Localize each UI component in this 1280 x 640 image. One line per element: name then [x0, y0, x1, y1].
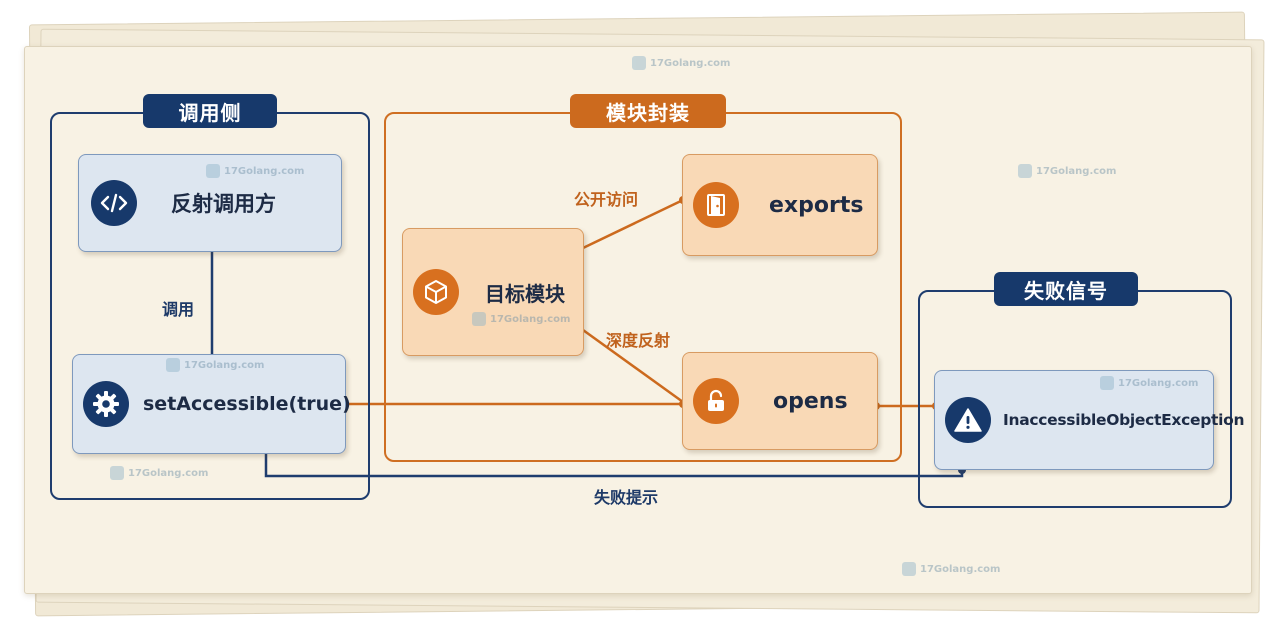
node-target-module[interactable]: 目标模块: [402, 228, 584, 356]
watermark-logo-icon: [1100, 376, 1114, 390]
watermark: 17Golang.com: [632, 56, 730, 70]
watermark-logo-icon: [166, 358, 180, 372]
group-module-title: 模块封装: [570, 94, 726, 128]
unlock-icon: [693, 378, 739, 424]
edge-failure-hint-label: 失败提示: [594, 488, 659, 507]
watermark: 17Golang.com: [472, 312, 570, 326]
node-exports-label: exports: [769, 192, 864, 218]
node-reflect-caller[interactable]: 反射调用方: [78, 154, 342, 252]
group-caller-title: 调用侧: [143, 94, 277, 128]
cube-icon: [413, 269, 459, 315]
edge-public-access-line: [582, 198, 684, 250]
node-exception-label: InaccessibleObjectException: [1003, 411, 1245, 429]
door-icon: [693, 182, 739, 228]
edge-deep-reflection-label: 深度反射: [606, 331, 671, 350]
watermark-text: 17Golang.com: [128, 467, 209, 479]
node-exception[interactable]: InaccessibleObjectException: [934, 370, 1245, 470]
watermark: 17Golang.com: [110, 466, 208, 480]
node-reflect-caller-label: 反射调用方: [171, 192, 276, 216]
node-set-accessible[interactable]: setAccessible(true): [72, 354, 351, 454]
node-opens-label: opens: [773, 388, 848, 414]
watermark-text: 17Golang.com: [1036, 165, 1117, 177]
node-exports[interactable]: exports: [682, 154, 878, 256]
watermark-logo-icon: [472, 312, 486, 326]
group-failure-title: 失败信号: [994, 272, 1138, 306]
code-icon: [91, 180, 137, 226]
watermark-text: 17Golang.com: [650, 57, 731, 69]
watermark: 17Golang.com: [206, 164, 304, 178]
edge-deep-reflection-line: [582, 328, 684, 404]
watermark-logo-icon: [206, 164, 220, 178]
watermark: 17Golang.com: [166, 358, 264, 372]
watermark-logo-icon: [1018, 164, 1032, 178]
paper-sheet-front: [24, 46, 1252, 594]
watermark-logo-icon: [110, 466, 124, 480]
node-set-accessible-label: setAccessible(true): [143, 393, 351, 415]
watermark-text: 17Golang.com: [1118, 377, 1199, 389]
edge-public-access-label: 公开访问: [574, 190, 639, 209]
node-opens[interactable]: opens: [682, 352, 878, 450]
watermark: 17Golang.com: [1018, 164, 1116, 178]
watermark: 17Golang.com: [1100, 376, 1198, 390]
watermark-text: 17Golang.com: [490, 313, 571, 325]
watermark-text: 17Golang.com: [224, 165, 305, 177]
edge-invoke-label: 调用: [162, 300, 195, 319]
watermark-text: 17Golang.com: [920, 563, 1001, 575]
watermark-logo-icon: [902, 562, 916, 576]
warning-icon: [945, 397, 991, 443]
node-target-module-label: 目标模块: [485, 281, 565, 306]
watermark-text: 17Golang.com: [184, 359, 265, 371]
watermark-logo-icon: [632, 56, 646, 70]
gear-icon: [83, 381, 129, 427]
watermark: 17Golang.com: [902, 562, 1000, 576]
